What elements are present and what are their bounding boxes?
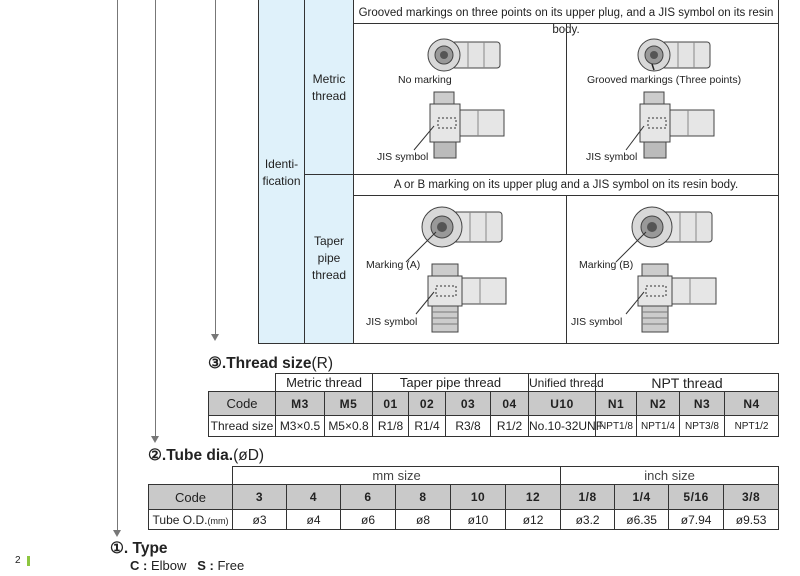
taper-left-fitting-icon xyxy=(405,206,507,333)
thread-size-value: NPT1/2 xyxy=(723,415,780,437)
leader-arrow-tube xyxy=(151,436,159,443)
tube-dia-corner xyxy=(148,466,233,485)
group-metric-thread: Metric thread xyxy=(275,373,373,392)
thread-code: 02 xyxy=(408,391,446,416)
thread-code: M5 xyxy=(324,391,373,416)
metric-left-caption: No marking xyxy=(398,74,452,86)
tube-dia-title: ②.Tube dia.(øD) xyxy=(148,446,264,465)
thread-code: 03 xyxy=(445,391,491,416)
taper-thread-label: Taper pipe thread xyxy=(311,234,347,282)
type-code-s: S : xyxy=(197,558,214,573)
tube-od-value: ø4 xyxy=(286,509,341,530)
leader-line-thread xyxy=(215,0,216,334)
metric-right-caption: Grooved markings (Three points) xyxy=(587,74,742,86)
thread-size-title-text: ③.Thread size xyxy=(208,355,312,372)
group-unified-thread: Unified thread xyxy=(528,373,604,392)
thread-size-corner xyxy=(208,373,276,392)
tube-code: 3 xyxy=(232,484,287,510)
thread-code: N1 xyxy=(595,391,637,416)
group-taper-pipe-thread: Taper pipe thread xyxy=(372,373,529,392)
taper-left-jis-caption: JIS symbol xyxy=(366,316,418,328)
thread-code: M3 xyxy=(275,391,325,416)
taper-description: A or B marking on its upper plug and a J… xyxy=(393,179,739,191)
taper-right-fitting-icon xyxy=(615,206,717,333)
leader-line-tube xyxy=(155,0,156,436)
tube-dia-symbol: (øD) xyxy=(233,447,265,464)
thread-code-label: Code xyxy=(208,391,276,416)
group-npt-thread: NPT thread xyxy=(594,373,780,392)
thread-size-label: Thread size xyxy=(208,415,276,437)
type-options: C : Elbow S : Free xyxy=(130,558,244,573)
leader-line-type xyxy=(117,0,118,530)
tube-code: 12 xyxy=(504,484,562,510)
leader-arrow-thread xyxy=(211,334,219,341)
metric-left-fitting-icon xyxy=(413,38,505,159)
metric-right-fitting-icon xyxy=(625,38,715,159)
tube-code: 1/4 xyxy=(614,484,670,510)
metric-right-jis-caption: JIS symbol xyxy=(586,151,638,163)
thread-size-value: M5×0.8 xyxy=(324,415,373,437)
tube-od-value: ø9.53 xyxy=(723,509,780,530)
tube-dia-table: mm size inch size Code 3 4 6 8 10 12 1/8… xyxy=(148,466,780,530)
thread-size-table: Metric thread Taper pipe thread Unified … xyxy=(208,373,780,437)
tube-od-value: ø3 xyxy=(232,509,287,530)
tube-code: 1/8 xyxy=(560,484,616,510)
tube-od-value: ø12 xyxy=(504,509,562,530)
taper-thread-label-cell xyxy=(304,174,354,344)
thread-size-value: M3×0.5 xyxy=(275,415,325,437)
thread-size-value: No.10-32UNF xyxy=(528,415,603,437)
tube-od-value: ø6 xyxy=(340,509,396,530)
tube-od-value: ø3.2 xyxy=(560,509,616,530)
thread-code: U10 xyxy=(528,391,596,416)
taper-left-caption: Marking (A) xyxy=(366,259,421,271)
tube-code: 10 xyxy=(450,484,506,510)
thread-code: 04 xyxy=(490,391,529,416)
taper-right-image-cell xyxy=(566,195,779,344)
page-number: 2 xyxy=(15,555,21,566)
metric-description: Grooved markings on three points on its … xyxy=(358,7,774,36)
taper-right-caption: Marking (B) xyxy=(579,259,634,271)
type-name-elbow: Elbow xyxy=(150,558,187,573)
tube-code: 4 xyxy=(286,484,341,510)
tube-dia-title-text: ②.Tube dia. xyxy=(148,447,234,464)
thread-code: N4 xyxy=(723,391,780,416)
tube-od-value: ø10 xyxy=(450,509,506,530)
tube-od-label-cell: Tube O.D.(mm) xyxy=(148,509,233,530)
thread-code: N3 xyxy=(679,391,725,416)
type-title: ①. Type xyxy=(110,540,168,557)
group-mm-size: mm size xyxy=(231,466,562,485)
thread-code: 01 xyxy=(372,391,409,416)
thread-size-value: R1/8 xyxy=(372,415,409,437)
tube-code: 6 xyxy=(340,484,396,510)
type-code-c: C : xyxy=(130,558,148,573)
tube-code: 8 xyxy=(395,484,451,510)
type-name-free: Free xyxy=(217,558,245,573)
thread-size-title: ③.Thread size(R) xyxy=(208,354,333,373)
metric-left-jis-caption: JIS symbol xyxy=(377,151,429,163)
tube-od-value: ø8 xyxy=(395,509,451,530)
tube-od-unit: (mm) xyxy=(207,515,229,526)
thread-size-value: R1/2 xyxy=(490,415,529,437)
thread-size-symbol: (R) xyxy=(311,355,334,372)
tube-od-value: ø7.94 xyxy=(668,509,725,530)
tube-code-label: Code xyxy=(148,484,233,510)
tube-od-label: Tube O.D. xyxy=(152,512,208,527)
tube-code: 3/8 xyxy=(723,484,780,510)
metric-thread-label: Metric thread xyxy=(311,72,347,103)
metric-thread-label-cell xyxy=(304,0,354,175)
leader-arrow-type xyxy=(113,530,121,537)
identification-label: Identi- fication xyxy=(262,157,301,188)
taper-right-jis-caption: JIS symbol xyxy=(571,316,623,328)
group-inch-size: inch size xyxy=(560,466,780,485)
thread-code: N2 xyxy=(636,391,680,416)
thread-size-value: R1/4 xyxy=(408,415,446,437)
thread-size-value: NPT1/4 xyxy=(636,415,680,437)
thread-size-value: R3/8 xyxy=(445,415,491,437)
tube-od-value: ø6.35 xyxy=(614,509,670,530)
thread-size-value: NPT3/8 xyxy=(679,415,725,437)
page-marker xyxy=(27,556,30,566)
tube-code: 5/16 xyxy=(668,484,725,510)
